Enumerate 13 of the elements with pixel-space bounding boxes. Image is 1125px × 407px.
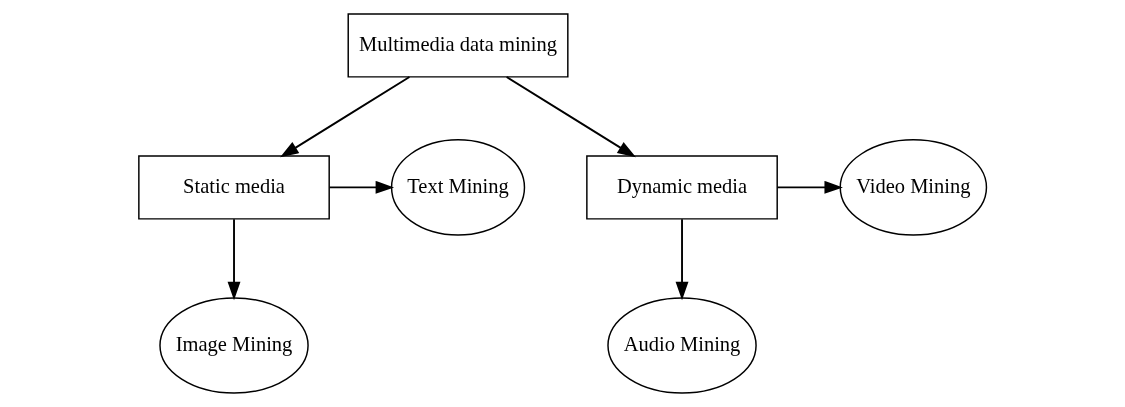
node-ellipse: Video Mining (839, 139, 988, 236)
arrow (227, 218, 241, 301)
arrow (675, 218, 689, 301)
arrow (328, 180, 395, 194)
node-box: Static media (138, 155, 330, 220)
node-box: Multimedia data mining (347, 13, 569, 78)
node-box: Dynamic media (586, 155, 778, 220)
node-ellipse: Text Mining (390, 139, 526, 236)
arrow (505, 76, 636, 158)
arrow (280, 76, 411, 158)
node-ellipse: Image Mining (159, 297, 309, 394)
arrow (776, 180, 843, 194)
node-ellipse: Audio Mining (607, 297, 757, 394)
